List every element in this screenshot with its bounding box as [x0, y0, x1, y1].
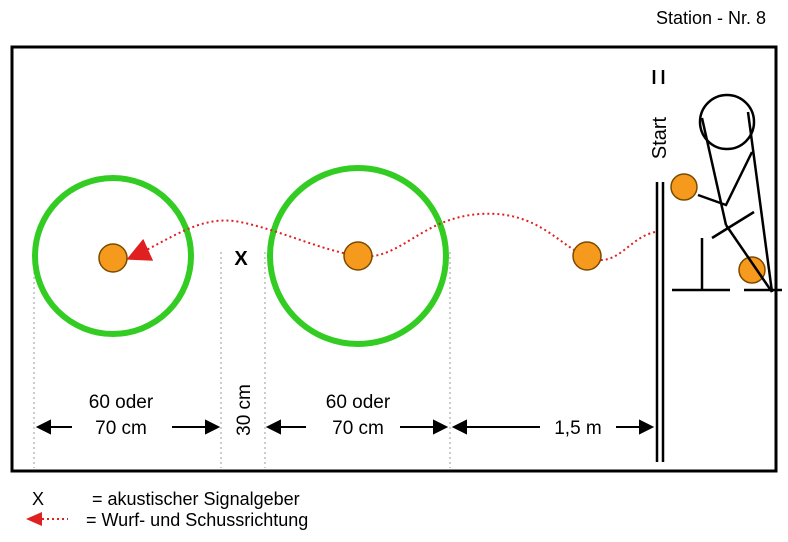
throw-trajectory [126, 212, 656, 261]
station-label: Station - Nr. 8 [655, 8, 766, 28]
ball-ground [738, 256, 766, 284]
legend-item-direction: = Wurf- und Schussrichtung [26, 509, 308, 530]
gap-size-label: 30 cm [234, 384, 255, 436]
start-label: Start [649, 116, 671, 159]
legend-text-direction: = Wurf- und Schussrichtung [86, 509, 309, 530]
left-target-size-line1: 60 oder [89, 392, 154, 413]
ball-left-target [98, 243, 128, 273]
ball-right-target [343, 241, 373, 271]
legend: X = akustischer Signalgeber = Wurf- und … [26, 488, 308, 530]
start-line [652, 70, 665, 462]
right-target-size-line2: 70 cm [332, 418, 384, 439]
ball-hand [670, 173, 698, 201]
thrower-figure [672, 93, 782, 293]
legend-item-signal: X = akustischer Signalgeber [26, 488, 308, 509]
start-distance-label: 1,5 m [554, 418, 602, 439]
signal-marker-symbol: X [32, 488, 45, 509]
balls [98, 173, 766, 284]
ball-mid [572, 241, 602, 271]
red-arrow-icon [26, 510, 86, 530]
dimension-arrows [35, 419, 655, 435]
left-target-size-line2: 70 cm [95, 418, 147, 439]
right-target-ring [267, 165, 449, 347]
guide-lines [33, 252, 451, 468]
signal-marker: X [234, 248, 248, 270]
left-target-ring [32, 175, 194, 337]
field-frame [10, 45, 778, 473]
legend-text-signal: = akustischer Signalgeber [92, 488, 300, 509]
right-target-size-line1: 60 oder [326, 392, 391, 413]
